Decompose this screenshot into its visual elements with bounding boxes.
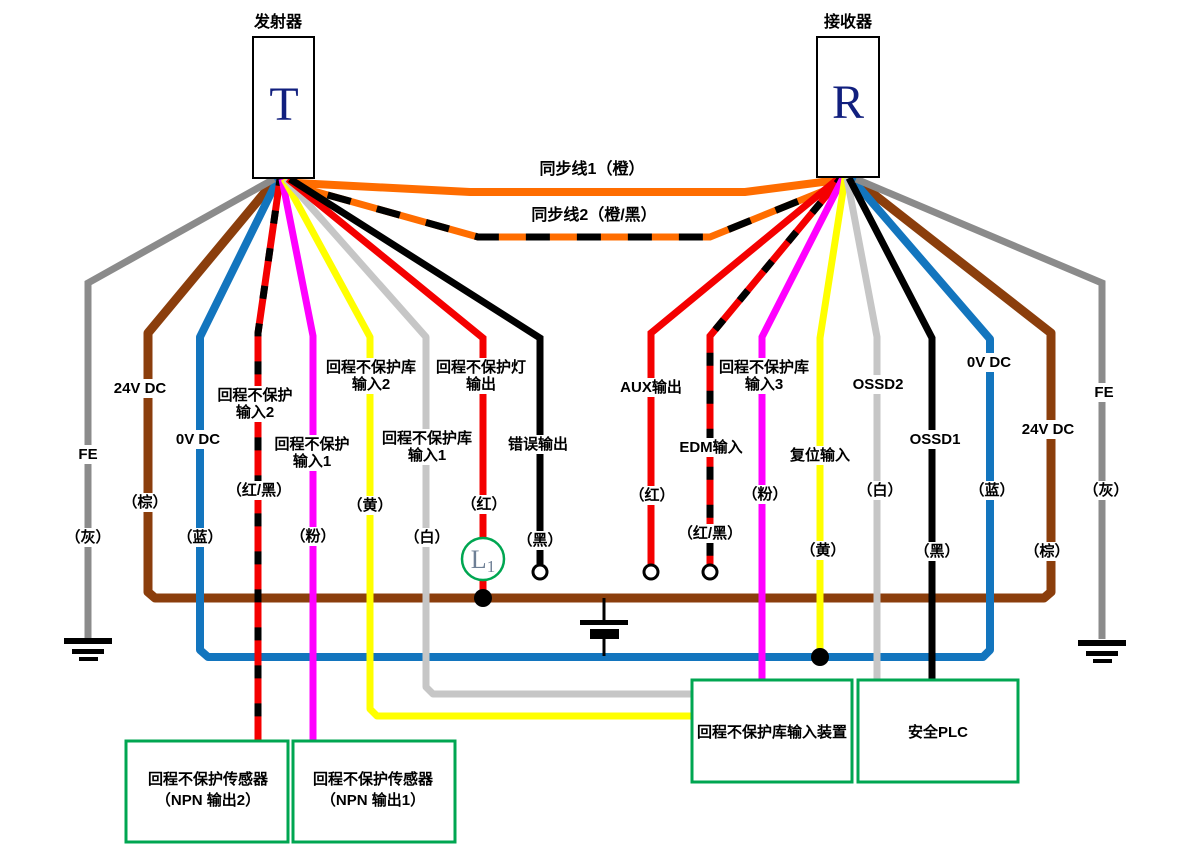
ossd1-name: OSSD1 [906, 430, 964, 449]
transmitter-symbol: T [269, 78, 298, 131]
wire-fe-right [854, 175, 1106, 639]
receiver-box [816, 36, 880, 178]
aux-out-name: AUX输出 [617, 378, 685, 397]
sync2-label: 同步线2（橙/黑） [531, 207, 657, 224]
box-sensor2 [124, 739, 290, 844]
sync1-label: 同步线1（橙） [539, 161, 645, 178]
fe-left-name: FE [75, 445, 101, 464]
muting-in1-name: 回程不保护输入1 [271, 435, 353, 471]
0v-left-name: 0V DC [172, 430, 224, 449]
wire-ossd1 [845, 176, 936, 681]
junction-dot-lamp [474, 589, 492, 607]
wire-muting-in2-black-dashes [254, 178, 284, 741]
box-bank-device-label: 回程不保护库输入装置 [696, 724, 848, 741]
bank-in3-color: （粉） [739, 485, 791, 504]
24v-right-name: 24V DC [1018, 420, 1078, 439]
wire-24v-bus [143, 174, 1056, 603]
ground-right-icon [1078, 640, 1126, 663]
error-out-name: 错误输出 [504, 435, 572, 454]
wire-error-out [288, 176, 544, 564]
lamp-out-color: （红） [458, 495, 510, 514]
svg-text:L1: L1 [471, 545, 495, 576]
muting-in1-color: （粉） [287, 527, 339, 546]
receiver-title: 接收器 [823, 14, 873, 31]
wire-bank-in2 [280, 177, 692, 720]
bank-in2-color: （黄） [344, 496, 396, 515]
sync-line-1 [295, 176, 839, 196]
wire-muting-in1 [278, 178, 317, 741]
box-safety-plc-label: 安全PLC [907, 724, 969, 741]
fe-right-name: FE [1091, 383, 1117, 402]
ossd2-name: OSSD2 [849, 375, 907, 394]
wire-reset-in [816, 177, 849, 654]
box-bank-device [690, 678, 854, 784]
24v-left-name: 24V DC [110, 379, 170, 398]
ground-left-icon [64, 638, 112, 661]
lamp-label: L [471, 545, 487, 574]
reset-in-name: 复位输入 [786, 446, 854, 465]
transmitter-title: 发射器 [253, 14, 303, 31]
box-sensor1 [291, 739, 457, 844]
error-out-color: （黑） [514, 531, 566, 550]
terminal-circle-error [531, 563, 549, 581]
edm-in-name: EDM输入 [676, 438, 746, 457]
terminal-circle-edm [701, 563, 719, 581]
fe-right-color: （灰） [1080, 481, 1132, 500]
ossd1-color: （黑） [911, 542, 963, 561]
box-sensor1-label: 回程不保护传感器（NPN 输出1） [312, 771, 434, 809]
edm-in-color: （红/黑） [674, 524, 746, 543]
aux-out-color: （红） [626, 486, 678, 505]
reset-in-color: （黄） [797, 541, 849, 560]
transmitter-box [252, 36, 315, 179]
terminal-circle-aux [642, 563, 660, 581]
wire-0v-bus [196, 175, 994, 661]
receiver-symbol: R [832, 76, 864, 129]
lamp-label-sub: 1 [487, 557, 496, 576]
lamp-indicator: L1 [460, 536, 506, 582]
wire-bank-in3 [758, 176, 847, 681]
bank-in1-color: （白） [401, 528, 453, 547]
box-safety-plc [856, 678, 1020, 784]
junction-dot-reset [811, 648, 829, 666]
box-sensor2-label: 回程不保护传感器（NPN 输出2） [147, 771, 269, 809]
fe-left-color: （灰） [62, 528, 114, 547]
0v-left-color: （蓝） [174, 528, 226, 547]
power-supply-icon [580, 598, 628, 656]
wire-ossd2 [843, 177, 881, 681]
bank-in1-name: 回程不保护库输入1 [378, 429, 476, 465]
lamp-out-name: 回程不保护灯输出 [432, 358, 530, 394]
bank-in3-name: 回程不保护库输入3 [715, 358, 813, 394]
ossd2-color: （白） [854, 481, 906, 500]
wire-bank-in1 [283, 176, 692, 698]
muting-in2-name: 回程不保护输入2 [214, 386, 296, 422]
24v-left-color: （棕） [119, 493, 171, 512]
bank-in2-name: 回程不保护库输入2 [322, 358, 420, 394]
muting-in2-color: （红/黑） [223, 481, 295, 500]
wire-fe-left [84, 175, 276, 639]
24v-right-color: （棕） [1021, 542, 1073, 561]
0v-right-color: （蓝） [966, 481, 1018, 500]
sync-line-2-black-dashes [291, 179, 845, 241]
0v-right-name: 0V DC [963, 353, 1015, 372]
wire-edm-in [706, 175, 844, 564]
